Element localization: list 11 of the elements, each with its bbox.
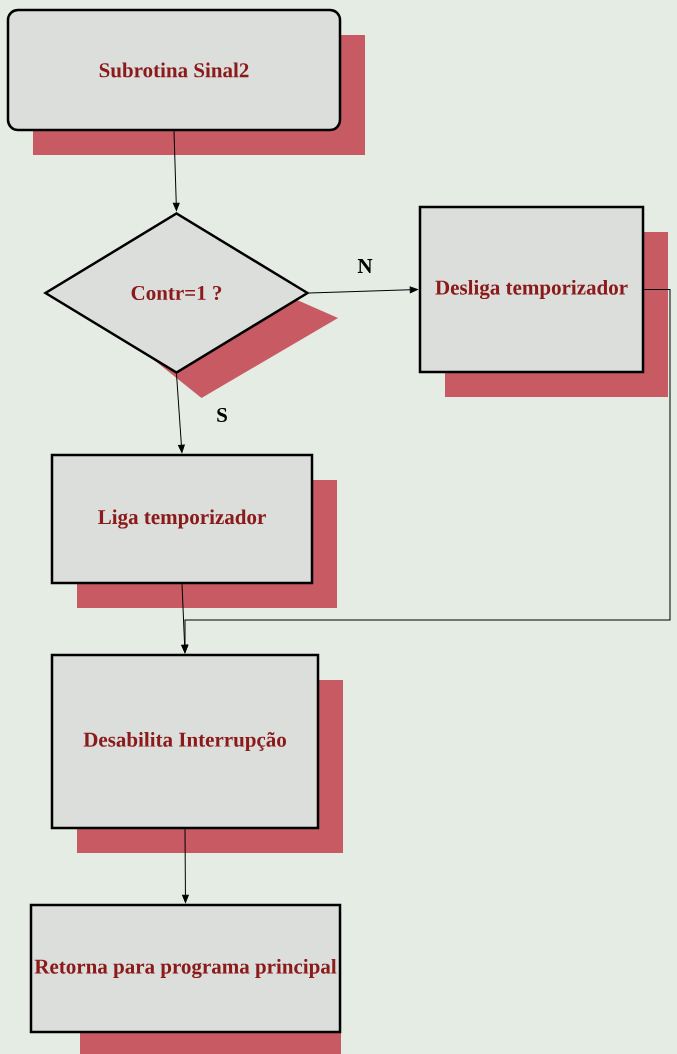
process-box: Desabilita Interrupção (50, 653, 343, 853)
process-box: Liga temporizador (50, 453, 337, 608)
process-box: Desliga temporizador (418, 205, 668, 397)
arrow (176, 373, 185, 453)
arrow (172, 130, 180, 211)
start-box: Subrotina Sinal2 (6, 8, 365, 155)
edge-label: N (356, 258, 374, 274)
process-box: Retorna para programa principal (29, 903, 342, 1054)
arrow (182, 828, 189, 903)
arrow (181, 289, 671, 653)
arrow (308, 286, 418, 294)
